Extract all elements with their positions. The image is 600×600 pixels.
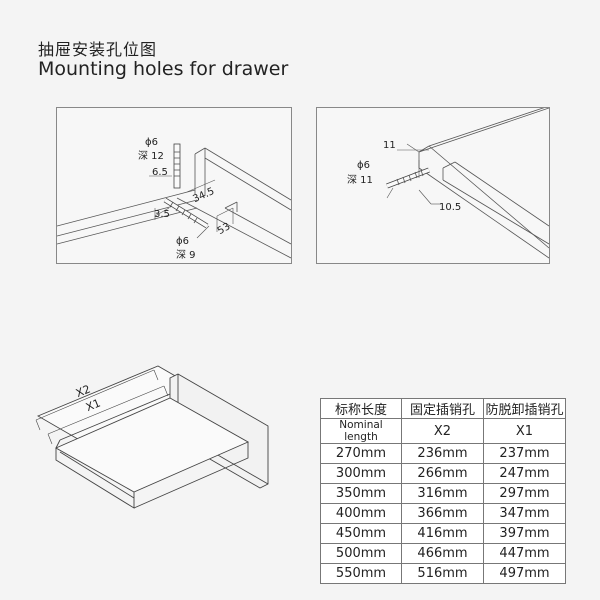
dimension-11-label: 11 [383,140,396,151]
cell-x1: 347mm [483,503,566,524]
drawer-drawing: X2 X1 [35,365,269,509]
right-pin-group [386,167,430,189]
left-mounting-drawing: ϕ6 深 12 6.5 34.5 3.5 53 ϕ6 深 9 [57,137,291,261]
header-fixed-pin-hole: 固定插销孔 [401,398,484,419]
cell-x2: 516mm [401,563,484,584]
table-row: 500mm 466mm 447mm [320,543,566,564]
x2-label: X2 [74,382,92,400]
cell-x2: 236mm [401,443,484,464]
subheader-x2: X2 [401,418,484,444]
subheader-x1: X1 [483,418,566,444]
cell-x1: 397mm [483,523,566,544]
cell-nominal: 350mm [320,483,402,504]
top-hole-depth-label: 深 12 [138,150,164,162]
hole-diameter-label: ϕ6 [357,160,370,171]
side-board-edge-top [57,189,196,227]
cell-x1: 237mm [483,443,566,464]
cell-x2: 266mm [401,463,484,484]
cell-nominal: 550mm [320,563,402,584]
cell-nominal: 300mm [320,463,402,484]
table-subheader-row: Nominal length X2 X1 [320,418,566,444]
header-nominal-length-cn: 标称长度 [320,398,402,419]
dimension-3-5-label: 3.5 [154,209,170,220]
bottom-hole-diameter-label: ϕ6 [176,236,189,247]
cell-x1: 297mm [483,483,566,504]
dimension-6-5-label: 6.5 [152,167,168,178]
cell-x1: 247mm [483,463,566,484]
table-row: 270mm 236mm 237mm [320,443,566,464]
cell-nominal: 400mm [320,503,402,524]
subheader-nominal-length: Nominal length [320,418,402,444]
table-row: 300mm 266mm 247mm [320,463,566,484]
top-hole-diameter-label: ϕ6 [145,137,158,148]
top-pin-group [173,143,181,189]
table-row: 350mm 316mm 297mm [320,483,566,504]
cell-x2: 316mm [401,483,484,504]
table-row: 400mm 366mm 347mm [320,503,566,524]
length-table: 标称长度 固定插销孔 防脱卸插销孔 Nominal length X2 X1 2… [320,398,566,584]
left-mounting-detail: ϕ6 深 12 6.5 34.5 3.5 53 ϕ6 深 9 [56,107,292,264]
bottom-hole-depth-label: 深 9 [176,249,196,261]
table-row: 450mm 416mm 397mm [320,523,566,544]
title-english: Mounting holes for drawer [38,58,289,80]
x1-label: X1 [84,396,102,414]
cell-x2: 466mm [401,543,484,564]
cell-nominal: 500mm [320,543,402,564]
angled-pin-group [163,197,209,229]
cell-x1: 497mm [483,563,566,584]
hole-depth-label: 深 11 [347,174,373,186]
cell-nominal: 270mm [320,443,402,464]
table-header-row: 标称长度 固定插销孔 防脱卸插销孔 [320,398,566,419]
header-anti-detach-pin-hole: 防脱卸插销孔 [483,398,566,419]
cell-nominal: 450mm [320,523,402,544]
dimension-53-label: 53 [216,221,233,237]
dimension-10-5-label: 10.5 [439,202,461,213]
cell-x2: 416mm [401,523,484,544]
right-mounting-drawing: 11 ϕ6 深 11 10.5 [347,108,549,259]
cell-x1: 447mm [483,543,566,564]
table-row: 550mm 516mm 497mm [320,563,566,584]
top-pin [173,143,181,189]
cell-x2: 366mm [401,503,484,524]
side-board-edge-bottom [57,207,198,245]
title-chinese: 抽屉安装孔位图 [38,40,158,59]
right-mounting-detail: 11 ϕ6 深 11 10.5 [316,107,550,264]
